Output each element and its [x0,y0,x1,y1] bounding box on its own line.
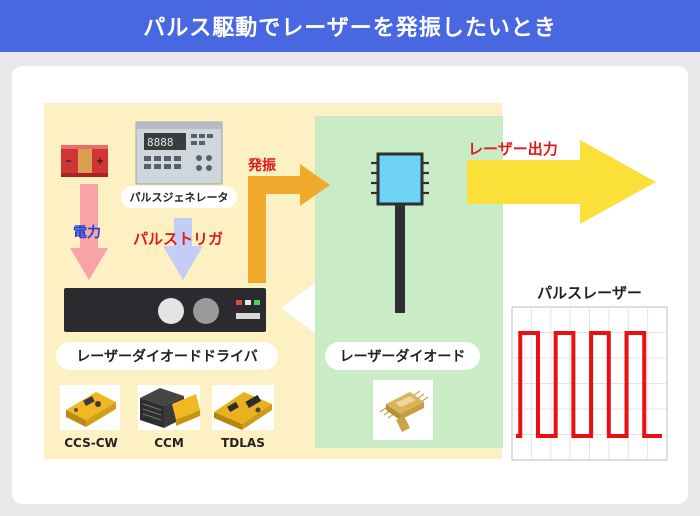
feedback-arrow [281,283,315,333]
power-label: 電力 [73,225,101,241]
battery-icon [61,145,108,177]
laser-driver-label: レーザーダイオードドライバ [56,342,278,370]
pulse-wave-line [516,331,662,438]
page-header: パルス駆動でレーザーを発振したいとき [0,0,700,52]
svg-text:8888: 8888 [147,136,174,149]
power-arrow [70,184,108,280]
trigger-arrow [163,218,203,280]
pulse-generator-label: パルスジェネレータ [121,186,237,208]
product-image-tdlas [212,385,274,430]
page-title: パルス駆動でレーザーを発振したいとき [143,16,557,41]
product-name-tdlas: TDLAS [221,436,265,450]
laser-diode-text: レーザーダイオード [339,349,466,365]
laser-diode-label: レーザーダイオード [325,342,480,370]
product-name-ccs-cw: CCS-CW [64,436,118,450]
product-image-ccs-cw [60,385,120,430]
laser-driver-device [64,288,266,332]
pulse-laser-label: パルスレーザー [537,284,642,302]
pulse-generator-icon: 8888 [135,121,223,185]
pulse-generator-text: パルスジェネレータ [129,191,229,204]
pulse-laser-waveform [511,306,668,461]
laser-driver-text: レーザーダイオードドライバ [76,349,258,365]
pulse-trigger-label: パルストリガ [133,230,224,248]
oscillation-arrow [248,164,330,283]
laser-output-arrow [467,140,656,224]
product-image-ccm [138,385,200,430]
laser-diode-chip-icon [371,152,429,313]
oscillation-label: 発振 [248,158,276,174]
laser-diode-package-image [373,380,433,440]
product-name-ccm: CCM [154,436,184,450]
laser-output-label: レーザー出力 [468,140,558,158]
